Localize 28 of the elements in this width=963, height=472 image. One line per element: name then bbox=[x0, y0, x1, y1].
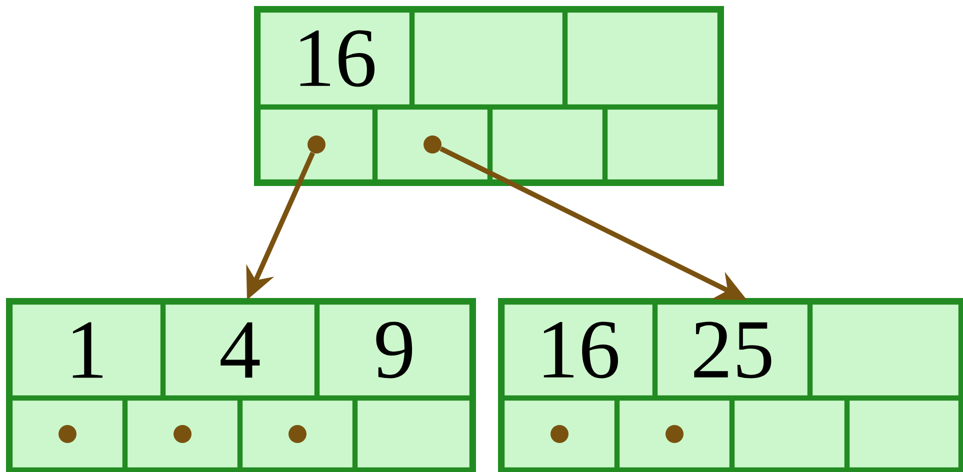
pointer-cell bbox=[732, 398, 847, 470]
pointer-cell bbox=[355, 398, 472, 470]
pointer-cell bbox=[375, 107, 490, 182]
key-cell: 16 bbox=[502, 302, 655, 398]
pointer-cell bbox=[258, 107, 375, 182]
pointer-dot bbox=[288, 425, 306, 443]
pointer-dot bbox=[174, 425, 192, 443]
pointer-cell bbox=[810, 302, 961, 398]
pointer-cell bbox=[605, 107, 720, 182]
pointer-dot bbox=[666, 425, 684, 443]
pointer-cell bbox=[502, 398, 617, 470]
key-cell: 25 bbox=[655, 302, 810, 398]
pointer-cell bbox=[10, 398, 125, 470]
pointer-cell bbox=[490, 107, 605, 182]
pointer-dot bbox=[58, 425, 76, 443]
key-cell: 16 bbox=[258, 10, 412, 107]
pointer-cell bbox=[412, 10, 565, 107]
pointer-cell bbox=[240, 398, 355, 470]
pointer-dot bbox=[550, 425, 568, 443]
key-cell: 1 bbox=[10, 302, 163, 398]
pointer-dot bbox=[424, 136, 442, 154]
pointer-cell bbox=[565, 10, 720, 107]
key-cell: 9 bbox=[317, 302, 472, 398]
pointer-cell bbox=[125, 398, 240, 470]
pointer-cell bbox=[617, 398, 732, 470]
pointer-cell bbox=[847, 398, 961, 470]
key-cell: 4 bbox=[163, 302, 317, 398]
pointer-dot bbox=[308, 136, 326, 154]
